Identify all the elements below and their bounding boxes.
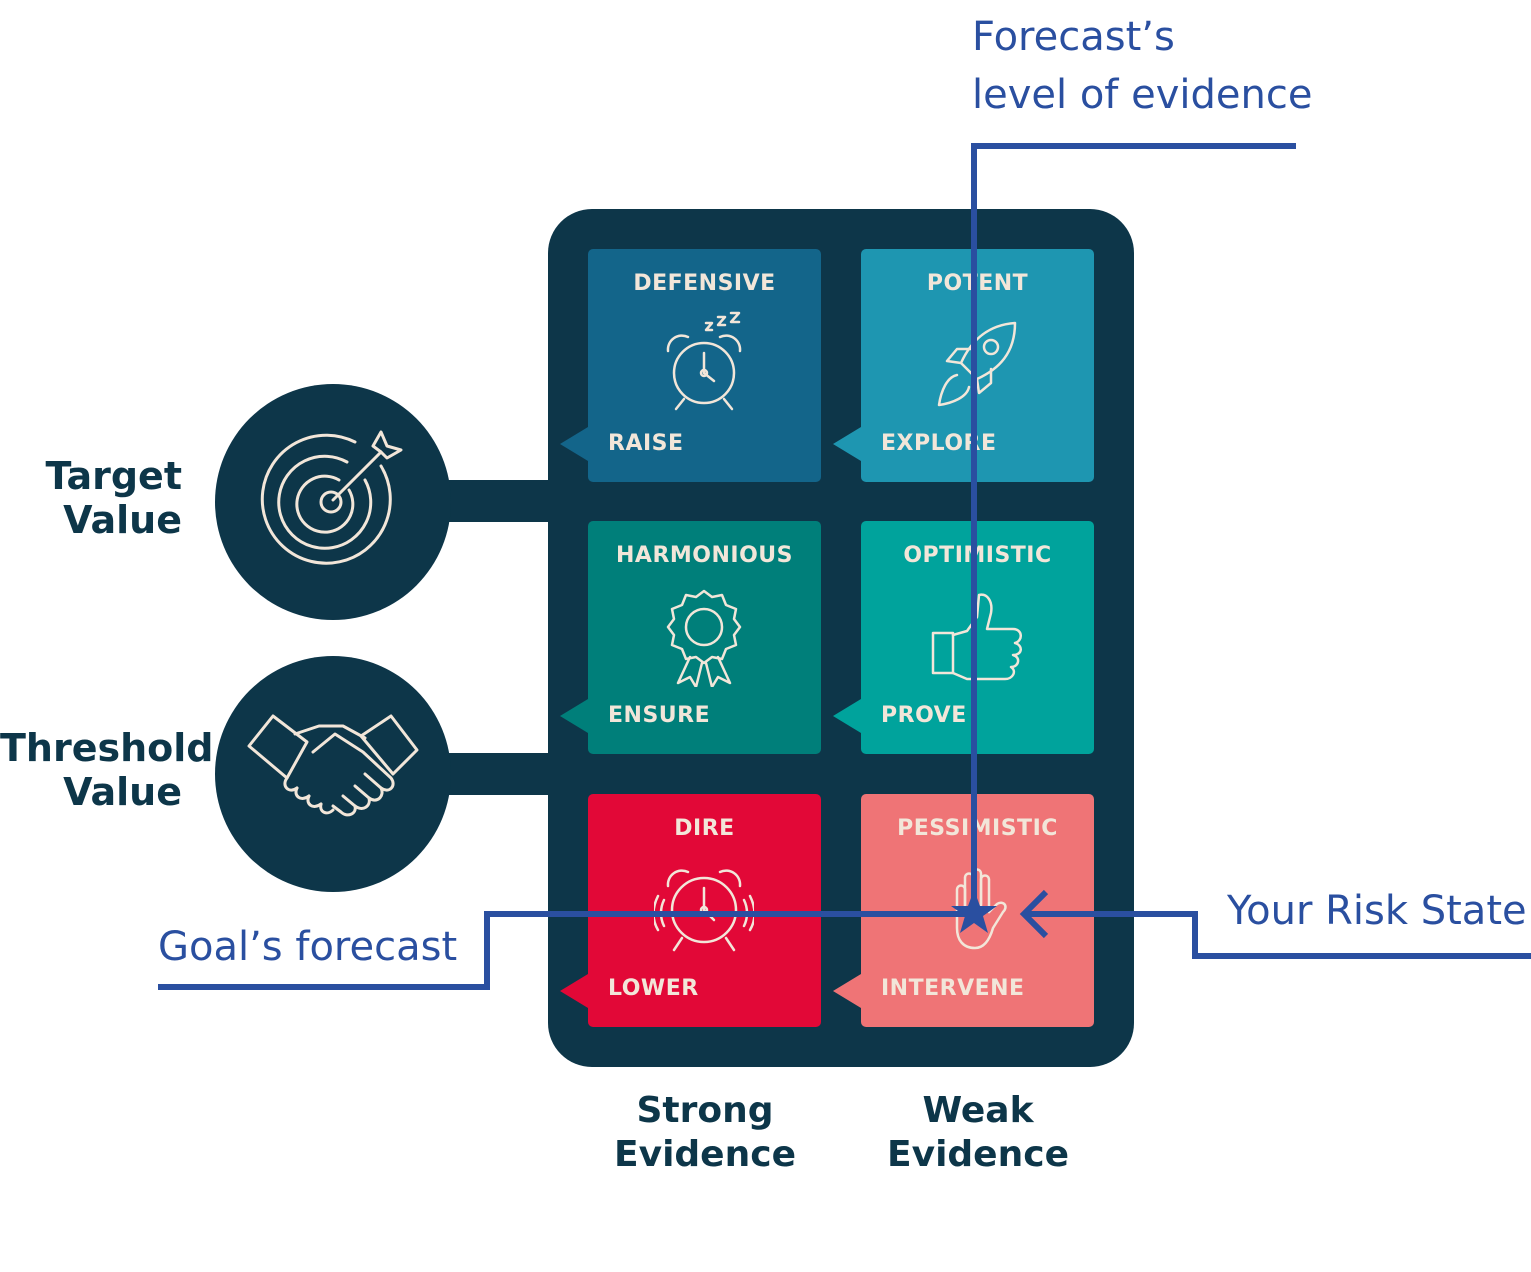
threshold-value-label: Threshold Value (0, 726, 214, 814)
tile-potent: POTENT EXPLORE (833, 249, 1094, 482)
notch-marker (560, 699, 588, 733)
tile-action: EXPLORE (881, 431, 997, 456)
notch-marker (560, 974, 588, 1008)
tile-title: POTENT (926, 271, 1029, 296)
strong-label-line2: Evidence (614, 1134, 796, 1175)
sleeping-alarm-clock-icon (666, 311, 742, 411)
tile-title: DIRE (674, 816, 735, 841)
threshold-label-line1: Threshold (0, 726, 214, 770)
target-label-line1: Target (45, 454, 182, 498)
threshold-circle (215, 656, 451, 892)
tile-defensive: DEFENSIVE RAISE (560, 249, 821, 482)
tile-dire: DIRE LOWER (560, 794, 821, 1027)
thumbs-up-icon (931, 593, 1022, 681)
handshake-icon (247, 714, 419, 817)
target-arrow-icon (260, 430, 403, 565)
tile-title: PESSIMISTIC (897, 816, 1058, 841)
threshold-label-line2: Value (63, 770, 182, 814)
notch-marker (833, 974, 861, 1008)
tile-title: DEFENSIVE (633, 271, 776, 296)
weak-label-line1: Weak (922, 1090, 1034, 1131)
tile-action: LOWER (608, 976, 699, 1001)
target-circle (215, 384, 451, 620)
target-value-label: Target Value (0, 454, 182, 542)
tile-pessimistic: PESSIMISTIC INTERVENE (833, 794, 1094, 1027)
rocket-icon (937, 321, 1017, 407)
weak-evidence-label: Weak Evidence (858, 1089, 1098, 1177)
target-label-line2: Value (63, 498, 182, 542)
weak-label-line2: Evidence (887, 1134, 1069, 1175)
goal-forecast-annotation: Goal’s forecast (158, 924, 458, 970)
strong-label-line1: Strong (636, 1090, 774, 1131)
forecast-annotation-line1: Forecast’s (972, 14, 1175, 60)
notch-marker (560, 427, 588, 461)
tile-optimistic: OPTIMISTIC PROVE (833, 521, 1094, 754)
forecast-evidence-annotation: Forecast’s level of evidence (972, 8, 1312, 124)
ringing-alarm-clock-icon (654, 869, 754, 952)
tile-action: RAISE (608, 431, 684, 456)
forecast-annotation-line2: level of evidence (972, 72, 1313, 118)
raised-hand-icon (955, 868, 1007, 950)
tile-title: HARMONIOUS (616, 543, 793, 568)
tile-action: PROVE (881, 703, 967, 728)
tile-harmonious: HARMONIOUS ENSURE (560, 521, 821, 754)
notch-marker (833, 427, 861, 461)
tile-action: ENSURE (608, 703, 711, 728)
risk-state-annotation: Your Risk State (1227, 888, 1527, 934)
tile-action: INTERVENE (881, 976, 1025, 1001)
target-connector (440, 480, 555, 522)
tile-title: OPTIMISTIC (903, 543, 1052, 568)
award-ribbon-icon (666, 589, 742, 687)
strong-evidence-label: Strong Evidence (585, 1089, 825, 1177)
notch-marker (833, 699, 861, 733)
threshold-connector (440, 753, 555, 795)
